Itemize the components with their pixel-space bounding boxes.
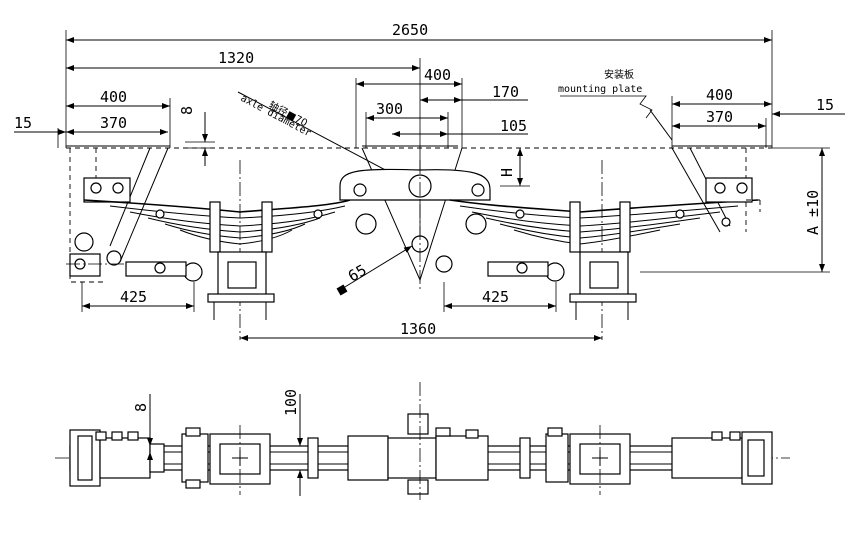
left-leaf-spring	[83, 199, 351, 253]
mounting-plate-en: mounting plate	[558, 84, 642, 95]
dim-left-370: 370	[100, 114, 127, 132]
dim-right-370: 370	[706, 108, 733, 126]
dim-left-400: 400	[100, 88, 127, 106]
dim-plan-8: 8	[132, 403, 150, 412]
dimension-lines-top	[14, 30, 845, 273]
annotation-labels: 安装板 mounting plate 轴径■70 axle diameter	[237, 68, 673, 184]
left-axle-seat	[125, 160, 275, 340]
dim-right-15: 15	[816, 96, 834, 114]
dimension-lines-side	[81, 282, 602, 341]
mounting-plate-cn: 安装板	[604, 68, 634, 81]
dimension-texts-side: 425 425 1360	[120, 288, 509, 338]
dim-h: H	[498, 168, 516, 177]
dim-2650: 2650	[392, 21, 428, 39]
dim-gap-8: 8	[178, 106, 196, 115]
plan-view	[55, 382, 790, 500]
dim-170: 170	[492, 83, 519, 101]
dimension-lines-plan: 8 100	[132, 389, 303, 496]
dim-plan-100: 100	[282, 389, 300, 416]
dim-right-400: 400	[706, 86, 733, 104]
left-hanger-bracket	[66, 147, 169, 283]
right-hanger-bracket	[671, 147, 761, 233]
dim-center-400: 400	[424, 66, 451, 84]
dim-65: 65	[345, 261, 370, 286]
dim-1360: 1360	[400, 320, 436, 338]
dimension-texts-top: 2650 1320 400 370 15 8 400 370 15 400 17…	[14, 21, 834, 235]
right-leaf-spring	[449, 199, 759, 253]
dim-105: 105	[500, 117, 527, 135]
side-view: 65	[66, 147, 761, 340]
dim-left-425: 425	[120, 288, 147, 306]
dim-300: 300	[376, 100, 403, 118]
bolt-65-dimension: 65	[336, 245, 413, 296]
dim-left-15: 15	[14, 114, 32, 132]
center-bracket	[339, 147, 491, 290]
dim-1320: 1320	[218, 49, 254, 67]
dim-a: A ±10	[804, 190, 822, 235]
dim-right-425: 425	[482, 288, 509, 306]
right-axle-seat	[487, 160, 637, 340]
